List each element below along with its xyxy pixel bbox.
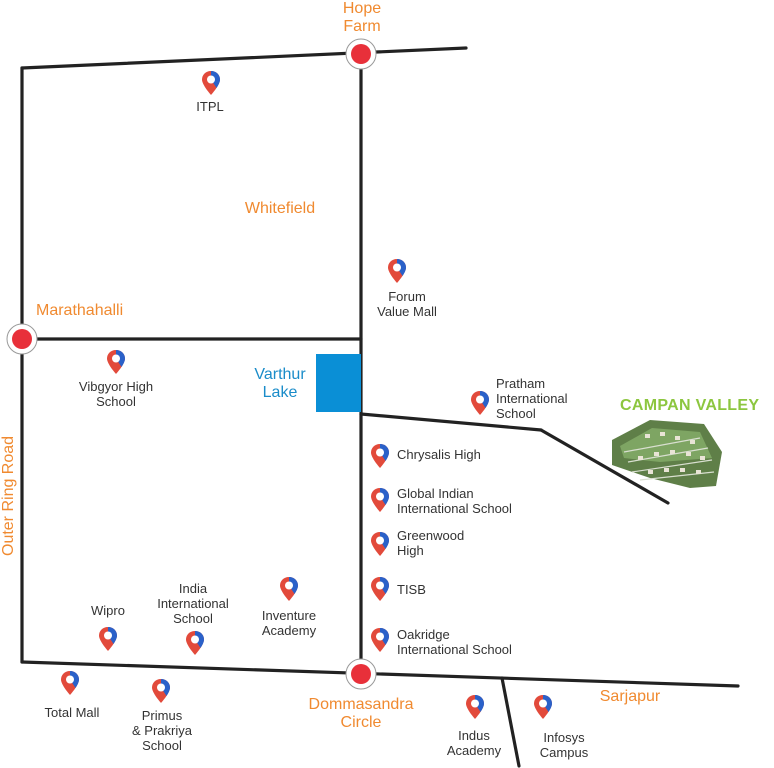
location-pin-icon — [280, 577, 298, 601]
landmark-chrysalis-high: Chrysalis High — [397, 447, 481, 462]
junction-dommasandra — [345, 658, 377, 690]
road-south — [20, 660, 740, 688]
area-marathahalli: Marathahalli — [36, 302, 124, 319]
landmark-indus-academy: Indus Academy — [446, 728, 502, 758]
campan-valley-title: CAMPAN VALLEY — [620, 397, 760, 414]
landmark-wipro: Wipro — [91, 603, 125, 618]
landmark-vibgyor-high-school: Vibgyor High School — [78, 379, 154, 409]
landmark-inventure-academy: Inventure Academy — [261, 608, 317, 638]
location-pin-icon — [202, 71, 220, 95]
location-pin-icon — [99, 627, 117, 651]
landmark-oakridge-international-school: Oakridge International School — [397, 627, 512, 657]
area-whitefield: Whitefield — [244, 200, 316, 217]
junction-marathahalli — [6, 323, 38, 355]
road-to-campan-valley — [359, 412, 543, 432]
area-hope-farm: Hope Farm — [342, 0, 382, 35]
road-to-campan-valley-2 — [539, 428, 670, 505]
landmark-total-mall: Total Mall — [44, 705, 100, 720]
campan-valley-render — [612, 420, 722, 488]
location-pin-icon — [107, 350, 125, 374]
location-pin-icon — [371, 577, 389, 601]
location-pin-icon — [534, 695, 552, 719]
landmark-itpl: ITPL — [196, 99, 224, 114]
road-north — [20, 46, 468, 70]
location-pin-icon — [466, 695, 484, 719]
landmark-primus-prakriya-school: Primus & Prakriya School — [132, 708, 192, 753]
location-pin-icon — [186, 631, 204, 655]
location-pin-icon — [471, 391, 489, 415]
location-pin-icon — [152, 679, 170, 703]
landmark-tisb: TISB — [397, 582, 426, 597]
landmark-infosys-campus: Infosys Campus — [539, 730, 589, 760]
landmark-pratham-international-school: Pratham International School — [496, 376, 568, 421]
location-pin-icon — [388, 259, 406, 283]
area-dommasandra-circle: Dommasandra Circle — [308, 696, 414, 731]
location-pin-icon — [371, 488, 389, 512]
varthur-lake — [316, 354, 361, 412]
location-pin-icon — [371, 532, 389, 556]
landmark-india-international-school: India International School — [157, 581, 229, 626]
landmark-global-indian-international-school: Global Indian International School — [397, 486, 512, 516]
road-sarjapur-branch — [500, 676, 521, 768]
varthur-lake-label: Varthur Lake — [254, 366, 306, 401]
location-pin-icon — [371, 444, 389, 468]
junction-hope-farm — [345, 38, 377, 70]
location-pin-icon — [371, 628, 389, 652]
location-pin-icon — [61, 671, 79, 695]
landmark-forum-value-mall: Forum Value Mall — [377, 289, 437, 319]
landmark-greenwood-high: Greenwood High — [397, 528, 465, 558]
area-outer-ring-road: Outer Ring Road — [0, 435, 17, 556]
area-sarjapur: Sarjapur — [599, 688, 661, 705]
